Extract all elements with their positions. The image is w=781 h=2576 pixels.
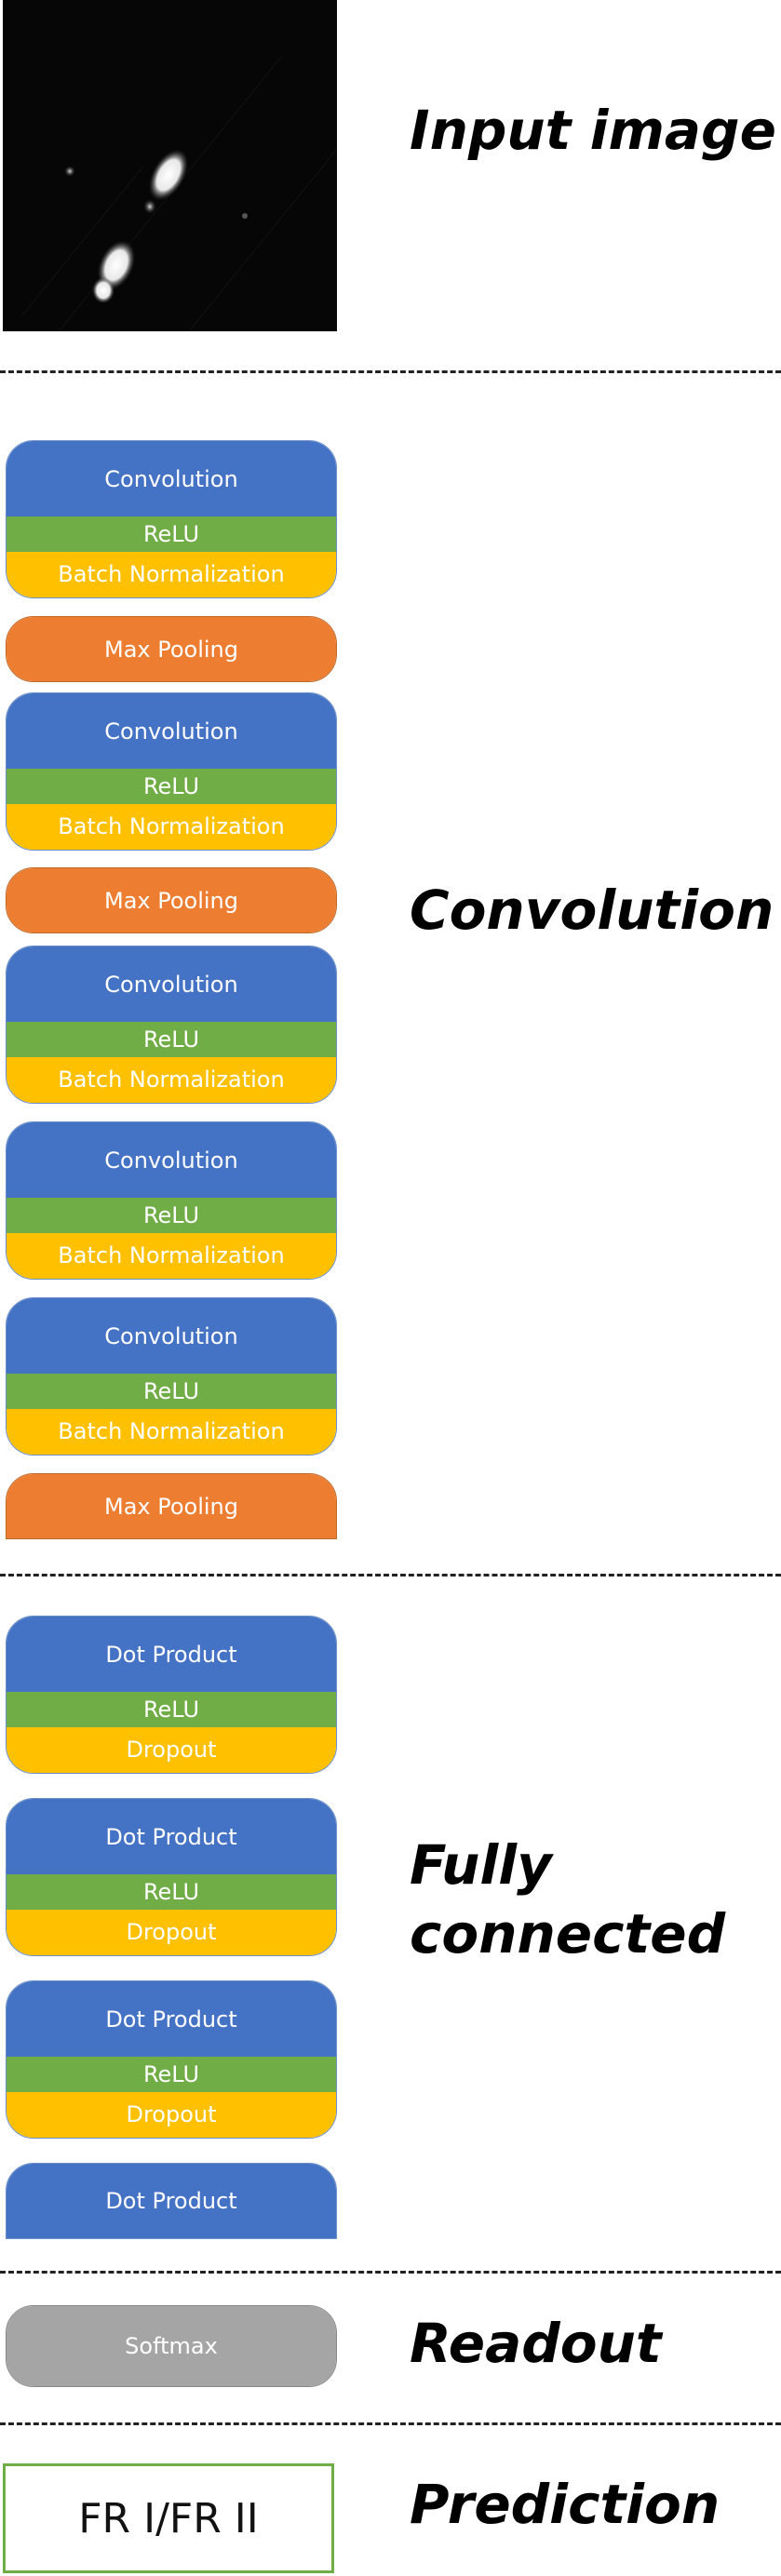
readout-block: Softmax [6, 2305, 337, 2387]
dot-product-layer: Dot Product [7, 2164, 336, 2238]
prediction-box: FR I/FR II [3, 2463, 334, 2573]
batch-normalization-layer: Batch Normalization [7, 1056, 336, 1103]
dot-product-layer: Dot Product [7, 1981, 336, 2058]
max-pooling-layer: Max Pooling [7, 868, 336, 932]
pool-block-3: Max Pooling [6, 1473, 337, 1539]
conv-block-5: Convolution ReLU Batch Normalization [6, 1297, 337, 1456]
fc-block-4: Dot Product [6, 2163, 337, 2239]
batch-normalization-layer: Batch Normalization [7, 803, 336, 850]
conv-block-1: Convolution ReLU Batch Normalization [6, 440, 337, 598]
relu-layer: ReLU [7, 517, 336, 552]
dot-product-layer: Dot Product [7, 1799, 336, 1875]
relu-layer: ReLU [7, 1198, 336, 1233]
pool-block-1: Max Pooling [6, 616, 337, 682]
fc-block-3: Dot Product ReLU Dropout [6, 1980, 337, 2139]
relu-layer: ReLU [7, 1874, 336, 1910]
max-pooling-layer: Max Pooling [7, 1474, 336, 1538]
batch-normalization-layer: Batch Normalization [7, 551, 336, 597]
pool-block-2: Max Pooling [6, 867, 337, 933]
fc-block-1: Dot Product ReLU Dropout [6, 1616, 337, 1774]
dot-product-layer: Dot Product [7, 1617, 336, 1693]
conv-block-3: Convolution ReLU Batch Normalization [6, 946, 337, 1104]
convolution-layer: Convolution [7, 441, 336, 517]
dropout-layer: Dropout [7, 1909, 336, 1955]
conv-block-2: Convolution ReLU Batch Normalization [6, 692, 337, 851]
input-image [3, 0, 337, 331]
softmax-layer: Softmax [7, 2306, 336, 2386]
batch-normalization-layer: Batch Normalization [7, 1408, 336, 1455]
prediction-label: FR I/FR II [78, 2494, 259, 2542]
stage-label-fully-connected-line2: connected [410, 1902, 726, 1966]
stage-divider [0, 2422, 781, 2425]
convolution-layer: Convolution [7, 946, 336, 1023]
conv-block-4: Convolution ReLU Batch Normalization [6, 1121, 337, 1280]
batch-normalization-layer: Batch Normalization [7, 1232, 336, 1279]
relu-layer: ReLU [7, 1022, 336, 1057]
dropout-layer: Dropout [7, 2091, 336, 2138]
relu-layer: ReLU [7, 769, 336, 804]
convolution-layer: Convolution [7, 693, 336, 770]
stage-divider [0, 2271, 781, 2274]
max-pooling-layer: Max Pooling [7, 617, 336, 681]
convolution-layer: Convolution [7, 1298, 336, 1375]
stage-label-convolution: Convolution [410, 879, 774, 942]
radio-galaxy-image [3, 0, 337, 331]
stage-label-input: Input image [410, 99, 776, 162]
relu-layer: ReLU [7, 2057, 336, 2092]
convolution-layer: Convolution [7, 1122, 336, 1199]
stage-divider [0, 370, 781, 373]
stage-divider [0, 1574, 781, 1576]
dropout-layer: Dropout [7, 1726, 336, 1773]
relu-layer: ReLU [7, 1692, 336, 1727]
stage-label-readout: Readout [410, 2312, 662, 2375]
relu-layer: ReLU [7, 1374, 336, 1409]
fc-block-2: Dot Product ReLU Dropout [6, 1798, 337, 1956]
stage-label-fully-connected-line1: Fully [410, 1833, 552, 1897]
stage-label-prediction: Prediction [410, 2473, 720, 2536]
